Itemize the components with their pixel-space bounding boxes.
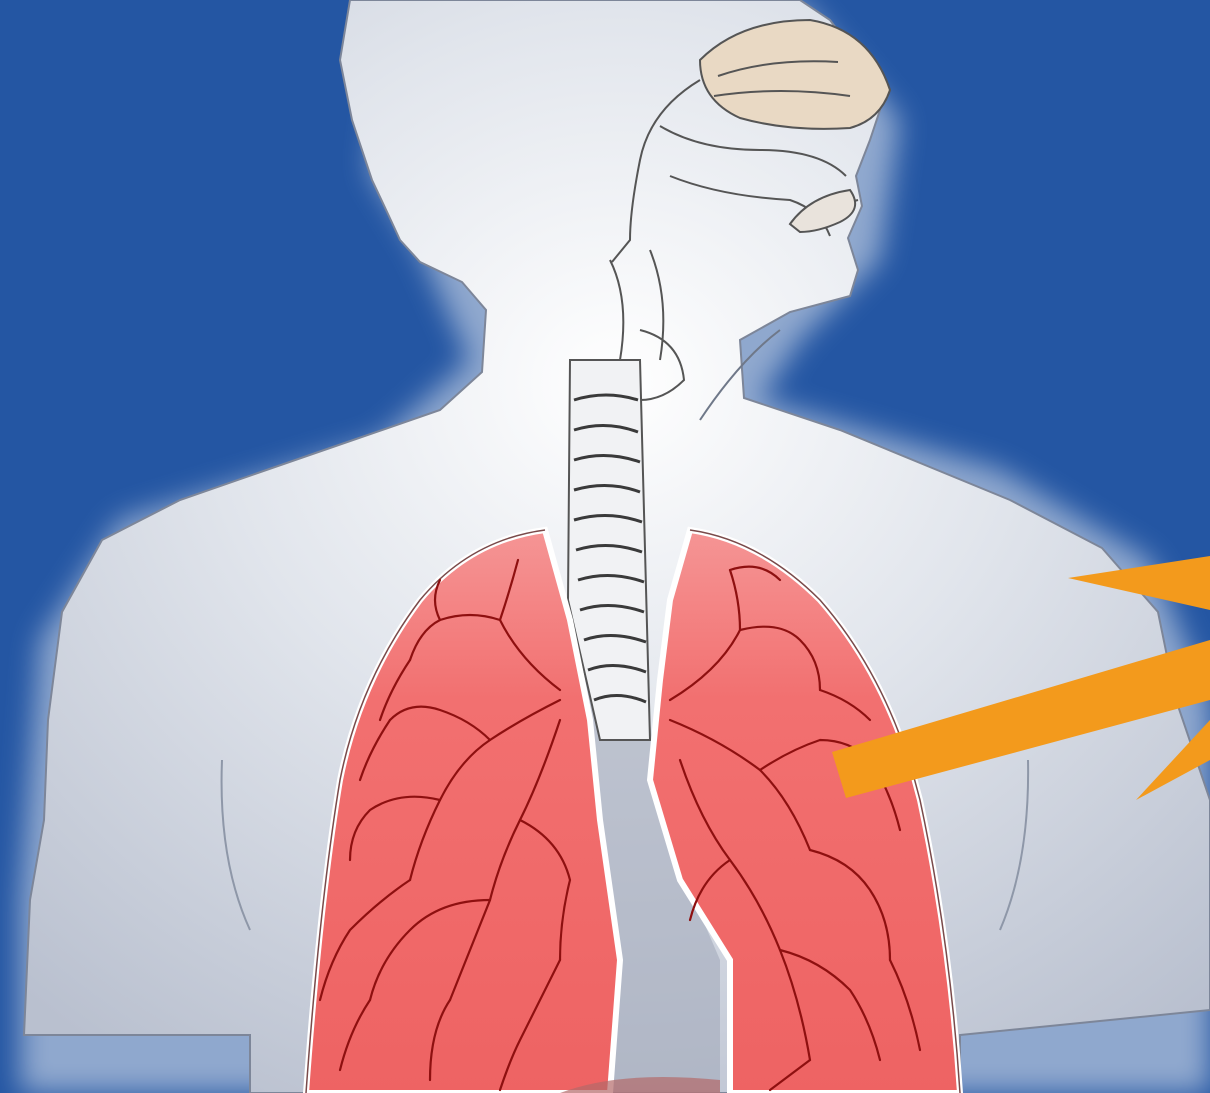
respiratory-diagram	[0, 0, 1210, 1093]
diagram-canvas	[0, 0, 1210, 1093]
